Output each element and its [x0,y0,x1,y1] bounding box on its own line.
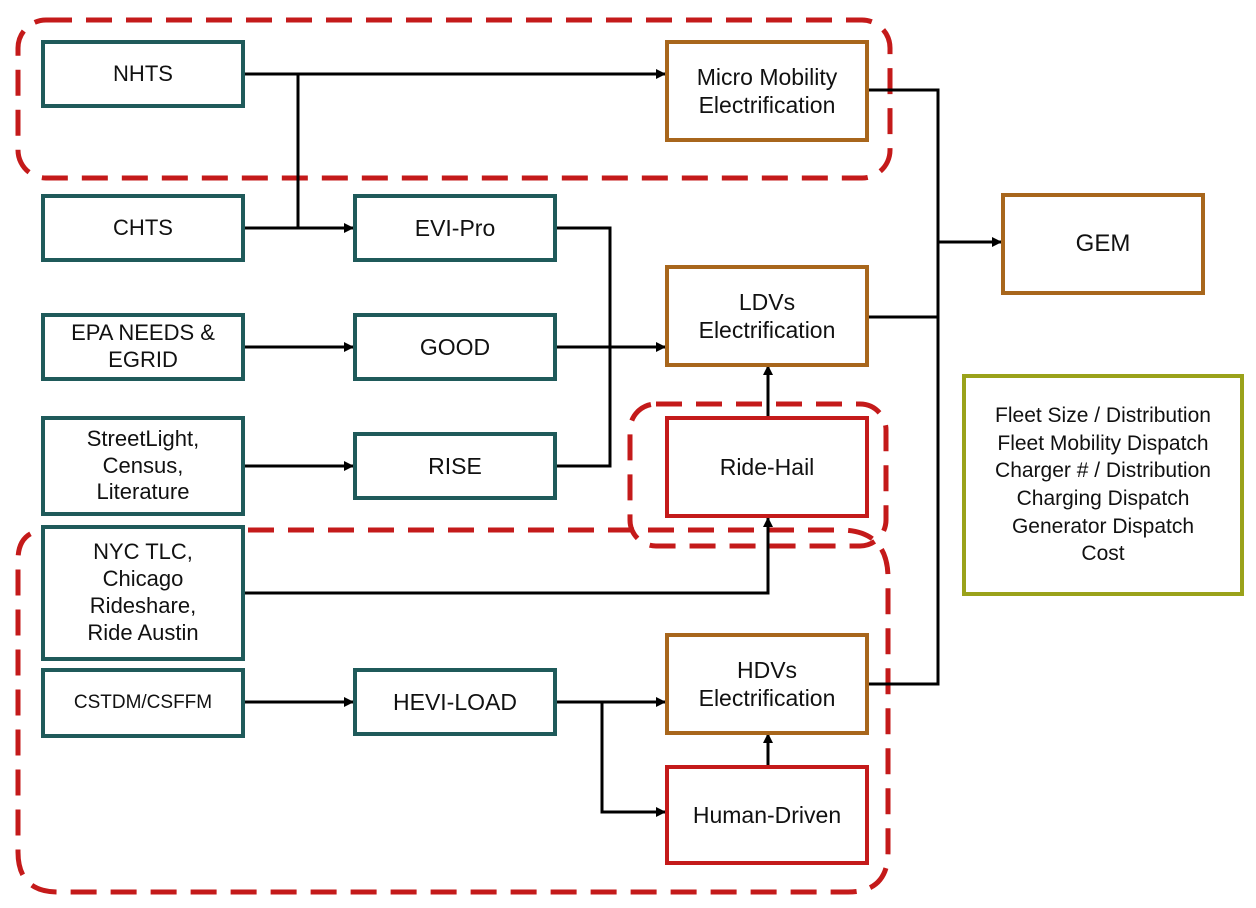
epa-label: EPA NEEDS & EGRID [71,320,215,372]
ldv-electrification-box: LDVs Electrification [665,265,869,367]
rise-label: RISE [428,452,482,479]
output-item: Charging Dispatch [1016,487,1190,510]
output-item: Fleet Mobility Dispatch [997,431,1209,455]
output-item: Generator Dispatch [1011,514,1195,538]
human-driven-box: Human-Driven [665,765,869,865]
outputs-box: Fleet Size / Distribution Fleet Mobility… [962,374,1244,596]
evipro-box: EVI-Pro [353,194,557,262]
output-item: Fleet Size / Distribution [995,403,1211,427]
nhts-label: NHTS [113,60,173,86]
nyc-box: NYC TLC, Chicago Rideshare, Ride Austin [41,525,245,661]
output-item: Cost [1081,542,1125,566]
cstdm-label: CSTDM/CSFFM [73,692,213,714]
hdv-group [15,527,891,895]
hdv-electrification-box: HDVs Electrification [665,633,869,735]
rise-box: RISE [353,432,557,500]
micro-electrification-label: Micro Mobility Electrification [696,63,838,118]
streetlight-label: StreetLight, Census, Literature [86,425,200,505]
epa-box: EPA NEEDS & EGRID [41,313,245,381]
ridehail-box: Ride-Hail [665,416,869,518]
output-item: Charger # / Distribution [995,459,1211,483]
ride-hail-group [627,401,889,549]
nhts-box: NHTS [41,40,245,108]
nyc-label: NYC TLC, Chicago Rideshare, Ride Austin [87,539,199,645]
ldv-electrification-label: LDVs Electrification [698,288,836,343]
good-label: GOOD [419,333,491,360]
link-micro-bus [869,88,940,686]
evipro-label: EVI-Pro [414,214,496,241]
chts-label: CHTS [113,214,173,240]
streetlight-box: StreetLight, Census, Literature [41,416,245,516]
good-box: GOOD [353,313,557,381]
human-driven-label: Human-Driven [692,801,842,828]
gem-box: GEM [1001,193,1205,295]
chts-box: CHTS [41,194,245,262]
hevi-label: HEVI-LOAD [393,688,517,715]
hevi-box: HEVI-LOAD [353,668,557,736]
ridehail-label: Ride-Hail [719,453,815,480]
micro-mobility-group [15,17,893,181]
hdv-electrification-label: HDVs Electrification [698,656,836,711]
cstdm-box: CSTDM/CSFFM [41,668,245,738]
gem-label: GEM [1075,230,1131,258]
arrow-nyc-ridehail [244,517,773,595]
arrow-hevi-human [600,702,666,817]
micro-electrification-box: Micro Mobility Electrification [665,40,869,142]
